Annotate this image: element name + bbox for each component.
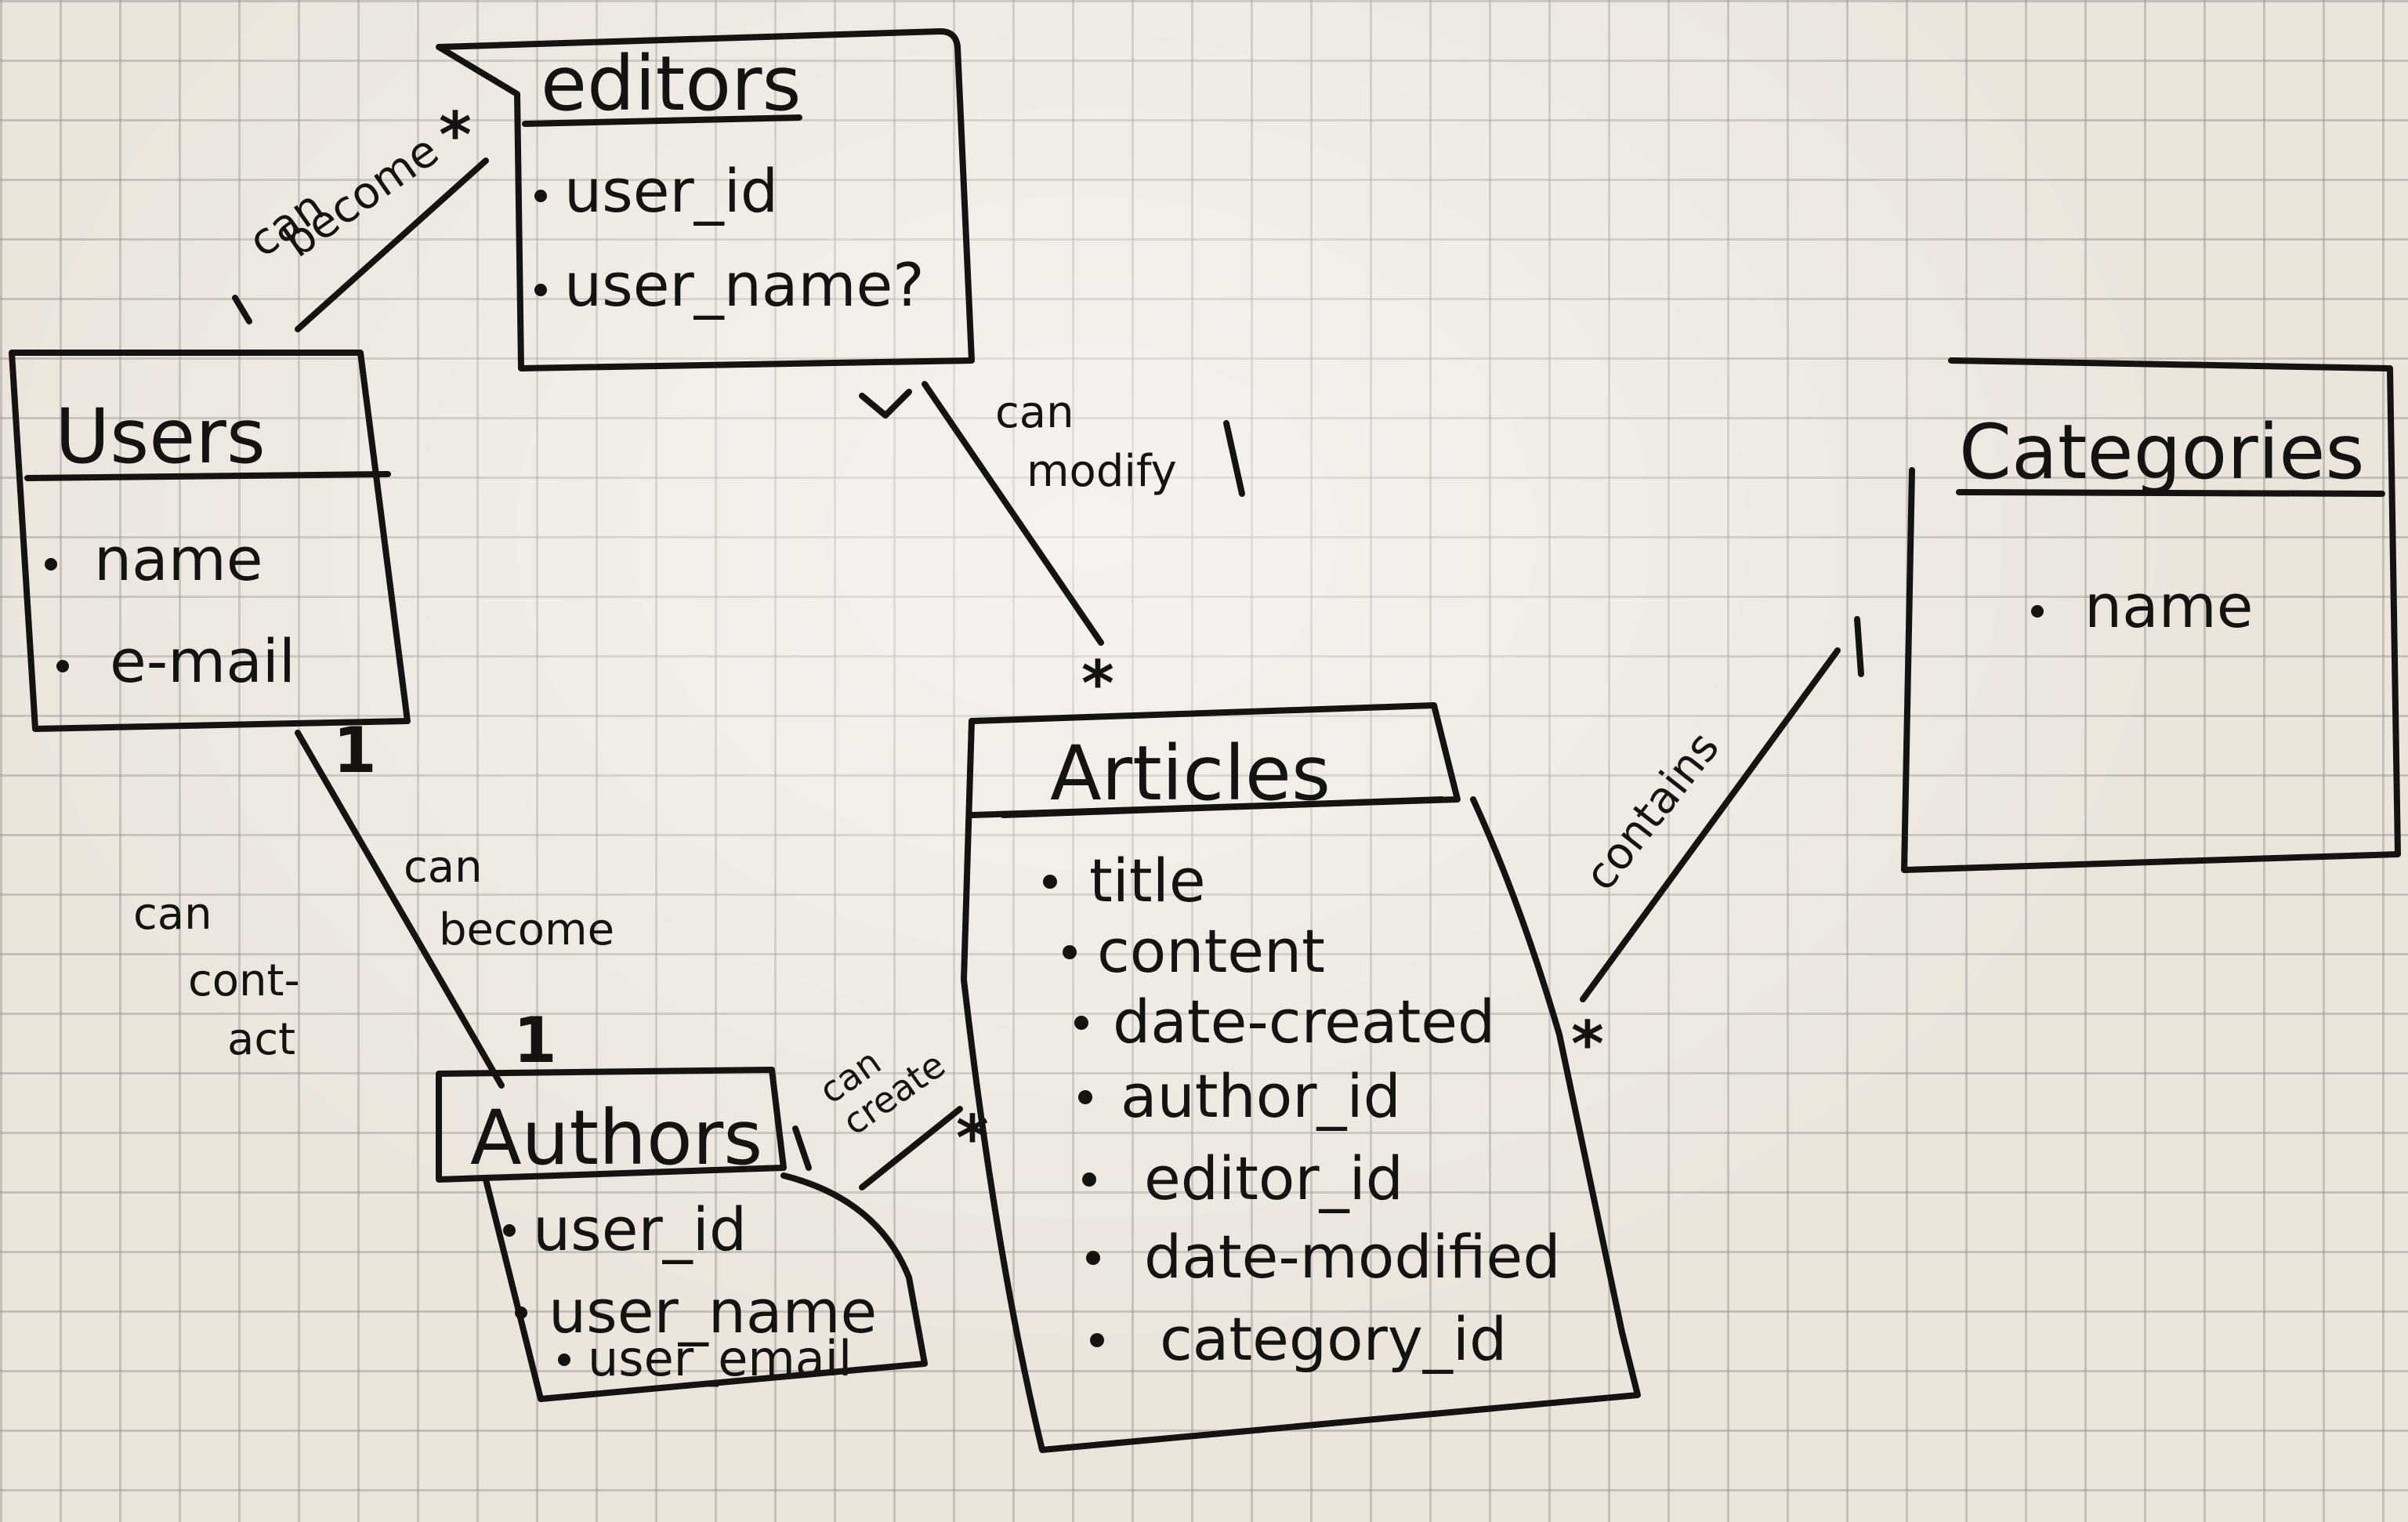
can-contact-label-3: act [227,1014,295,1065]
articles-attr-4: author_id [1121,1061,1401,1131]
articles-title: Articles [1050,730,1331,817]
authors-articles-line [859,1106,963,1190]
editors-attr-1: user_id [564,156,778,226]
relationship-articles-categories: * contains [1571,616,1864,1081]
editors-articles-end-mark [859,389,912,419]
entity-authors: Authors user_id user_name user_email [436,1067,928,1402]
articles-attr-2: content [1097,916,1325,986]
users-attr-2: e-mail [110,626,295,696]
relationship-can-contact: can cont- act [133,889,300,1065]
relationship-users-authors: 1 1 can become [295,714,614,1089]
users-title-underline [24,471,391,481]
articles-bullet-6 [1086,1251,1100,1265]
entity-articles: Articles title content date-created auth… [961,702,1641,1453]
users-authors-line [295,730,505,1089]
articles-bullet-2 [1063,945,1077,959]
can-contact-label-2: cont- [188,955,300,1006]
categories-title: Categories [1959,408,2364,496]
articles-attr-6: date-modified [1144,1222,1561,1292]
users-bullet-2 [56,660,69,672]
articles-attr-5: editor_id [1144,1143,1403,1213]
editors-bullet-1 [534,190,547,202]
articles-attr-7: category_id [1160,1304,1507,1374]
articles-bullet-4 [1078,1090,1092,1104]
authors-bullet-1 [503,1224,516,1237]
categories-box-outline [1901,357,2401,873]
users-editors-line [295,158,489,332]
articles-categories-one-tick [1854,616,1864,677]
editors-articles-label-1: can [995,387,1074,438]
articles-categories-label: contains [1575,723,1729,901]
articles-attr-1: title [1089,846,1206,915]
authors-bullet-2 [515,1306,527,1319]
editors-articles-many-label: * [1081,647,1114,720]
categories-attr-1: name [2084,571,2254,641]
authors-attr-3: user_email [588,1330,852,1387]
editors-title: editors [541,40,802,128]
categories-title-underline [1956,489,2385,497]
articles-box-outline [961,718,1641,1453]
editors-bullet-2 [534,284,547,296]
users-authors-many-label: 1 [513,1004,557,1077]
editors-title-underline [522,114,802,127]
editors-attr-2: user_name? [564,250,925,320]
users-attr-1: name [94,524,263,594]
users-editors-many-label: * [439,99,472,172]
editors-articles-label-stroke [1223,420,1245,497]
users-box-outline [9,350,411,732]
articles-categories-line [1580,647,1841,1002]
entity-categories: Categories name [1901,357,2401,873]
users-title: Users [55,393,266,480]
articles-bullet-1 [1043,875,1057,889]
authors-title-box [436,1067,787,1183]
categories-bullet-1 [2031,605,2044,618]
users-bullet-1 [45,558,57,571]
articles-categories-many-label: * [1571,1008,1604,1081]
authors-articles-many-label: * [956,1102,989,1175]
authors-box-outline [483,1172,928,1402]
users-authors-one-label: 1 [333,714,377,787]
articles-attr-3: date-created [1113,987,1495,1056]
editors-articles-label-2: modify [1027,446,1177,497]
editors-box-outline [436,28,975,371]
articles-bullet-3 [1074,1016,1088,1030]
authors-title: Authors [470,1094,762,1182]
authors-bullet-3 [558,1353,570,1366]
authors-attr-1: user_id [533,1194,747,1264]
relationship-users-editors: * can become [232,99,489,332]
articles-bullet-5 [1082,1172,1096,1187]
authors-attr-2: user_name [549,1277,877,1346]
editors-articles-line [922,381,1104,646]
users-authors-label-2: become [439,904,614,955]
authors-articles-one-tick [792,1125,812,1171]
entity-users: Users name e-mail [9,350,411,732]
entity-editors: editors user_id user_name? [436,28,975,371]
users-authors-label-1: can [404,842,483,893]
articles-bullet-7 [1090,1333,1104,1347]
users-editors-one-tick [232,295,252,324]
relationship-authors-articles: * can create [792,1040,989,1190]
can-contact-label-1: can [133,889,212,940]
relationship-editors-articles: * can modify [859,381,1245,720]
articles-title-underline [1000,796,1445,818]
